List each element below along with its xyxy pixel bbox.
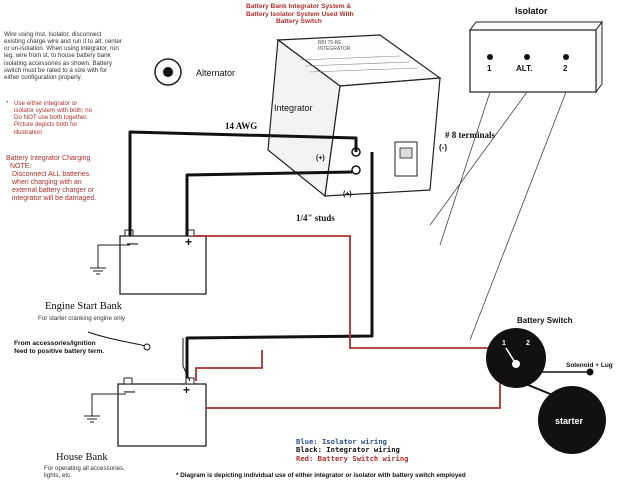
isolator-box: [469, 20, 603, 94]
battery-switch: [486, 328, 546, 388]
minus-right-label: (-): [439, 143, 447, 152]
isolator-terminal-2: [563, 54, 569, 60]
house-battery-minus: —: [124, 386, 135, 398]
engine-battery: [119, 229, 207, 295]
isolator-title: Isolator: [515, 6, 548, 16]
charging-note-line: integrator will be damaged.: [12, 195, 97, 203]
charging-note-line: when charging with an: [12, 179, 82, 187]
legend-blue: Blue: Isolator wiring: [296, 437, 387, 446]
intro-note-line: leg. wire from st. to house battery bank: [4, 52, 111, 60]
isolator-label-2: 2: [563, 64, 568, 73]
isolator-terminal-alt: [524, 54, 530, 60]
battery-switch-wiring: [194, 235, 501, 409]
ground-symbol-engine: [90, 244, 130, 275]
alternator: [154, 58, 182, 86]
use-note-line: Picture depicts both for: [14, 121, 78, 129]
intro-note-line: switch must be rated to a size with for: [4, 66, 108, 74]
use-note: * Use either integrator or isolator syst…: [6, 100, 92, 136]
isolator-label-1: 1: [487, 64, 492, 73]
accessories-note-line: From accessories/Ignition: [14, 340, 96, 347]
use-note-bullet: *: [6, 100, 9, 107]
use-note-line: illustration: [14, 128, 42, 136]
use-note-line: Use either integrator or: [14, 100, 78, 107]
charging-note-title: Battery Integrator Charging: [6, 155, 91, 162]
intro-note: Wire using Inst. Isolator, disconnect ex…: [4, 31, 122, 81]
isolator-label-alt: ALT.: [516, 64, 533, 73]
footnote: * Diagram is depicting individual use of…: [176, 472, 466, 479]
ground-symbol-house: [84, 393, 126, 423]
device-model-line: INTEGRATOR: [318, 45, 351, 52]
switch-position-1: 1: [502, 340, 506, 347]
engine-battery-plus: +: [185, 235, 193, 249]
starter-label: starter: [555, 416, 584, 426]
starter-motor: [515, 379, 606, 454]
solenoid: [540, 368, 594, 376]
plus-left-label: (+): [316, 155, 325, 162]
legend: Blue: Isolator wiring Black: Integrator …: [296, 437, 409, 463]
solenoid-label: Solenoid + Lug: [566, 362, 613, 369]
use-note-line: isolator system with both; no: [14, 107, 93, 115]
accessories-note-line: feed to positive battery term.: [14, 347, 105, 355]
integrator-label: Integrator: [274, 103, 313, 113]
intro-note-line: either configuration properly.: [4, 73, 82, 81]
studs-label: 1/4" studs: [296, 213, 335, 223]
house-bank-title: House Bank: [56, 452, 108, 463]
charging-note: Battery Integrator Charging NOTE: Discon…: [6, 155, 96, 203]
plus-bottom-label: (+): [343, 191, 352, 198]
integrator-device: [267, 34, 442, 198]
intro-note-line: or un-isolation. When using integrator, …: [4, 45, 119, 53]
house-bank-subtitle-line: lights, etc.: [44, 472, 72, 480]
header-note-line: Battery Bank Integrator System &: [246, 3, 352, 10]
header-note: Battery Bank Integrator System & Battery…: [246, 3, 354, 26]
house-battery: [117, 377, 207, 447]
switch-position-2: 2: [526, 340, 530, 347]
engine-bank-subtitle: For starter cranking engine only: [38, 315, 126, 322]
engine-battery-minus: —: [127, 238, 138, 250]
terminals-label: # 8 terminals: [445, 130, 495, 140]
header-note-line: Battery Isolator System Used With: [246, 10, 354, 18]
device-model-label: BBI 75-RE INTEGRATOR: [318, 40, 351, 53]
isolator-wires: [429, 91, 567, 341]
charging-note-line: external battery charger or: [12, 187, 95, 195]
alternator-label: Alternator: [196, 68, 236, 78]
header-note-line: Battery Switch: [276, 18, 322, 26]
battery-switch-title: Battery Switch: [517, 316, 573, 325]
legend-black: Black: Integrator wiring: [296, 445, 400, 455]
accessories-note: From accessories/Ignition feed to positi…: [14, 340, 104, 355]
engine-bank-title: Engine Start Bank: [45, 301, 122, 312]
intro-note-line: existing charge wire and run it to alt. …: [4, 38, 122, 46]
awg-label: 14 AWG: [225, 121, 258, 131]
intro-note-line: isolating accessories as shown. Battery: [4, 59, 112, 67]
house-battery-plus: +: [183, 383, 191, 397]
isolator-terminal-1: [487, 54, 493, 60]
charging-note-title: NOTE:: [10, 163, 32, 171]
integrator-wiring: [128, 130, 374, 378]
legend-red: Red: Battery Switch wiring: [296, 453, 409, 463]
house-bank-subtitle-line: For operating all accessories,: [44, 465, 125, 472]
charging-note-line: Disconnect ALL batteries: [12, 171, 90, 179]
use-note-line: Do NOT use both together.: [14, 114, 88, 122]
house-bank-subtitle: For operating all accessories, lights, e…: [44, 465, 125, 479]
device-model-line: BBI 75-RE: [318, 40, 342, 46]
accessory-feed-wire: [87, 331, 191, 382]
intro-note-line: Wire using Inst. Isolator, disconnect: [4, 31, 102, 38]
